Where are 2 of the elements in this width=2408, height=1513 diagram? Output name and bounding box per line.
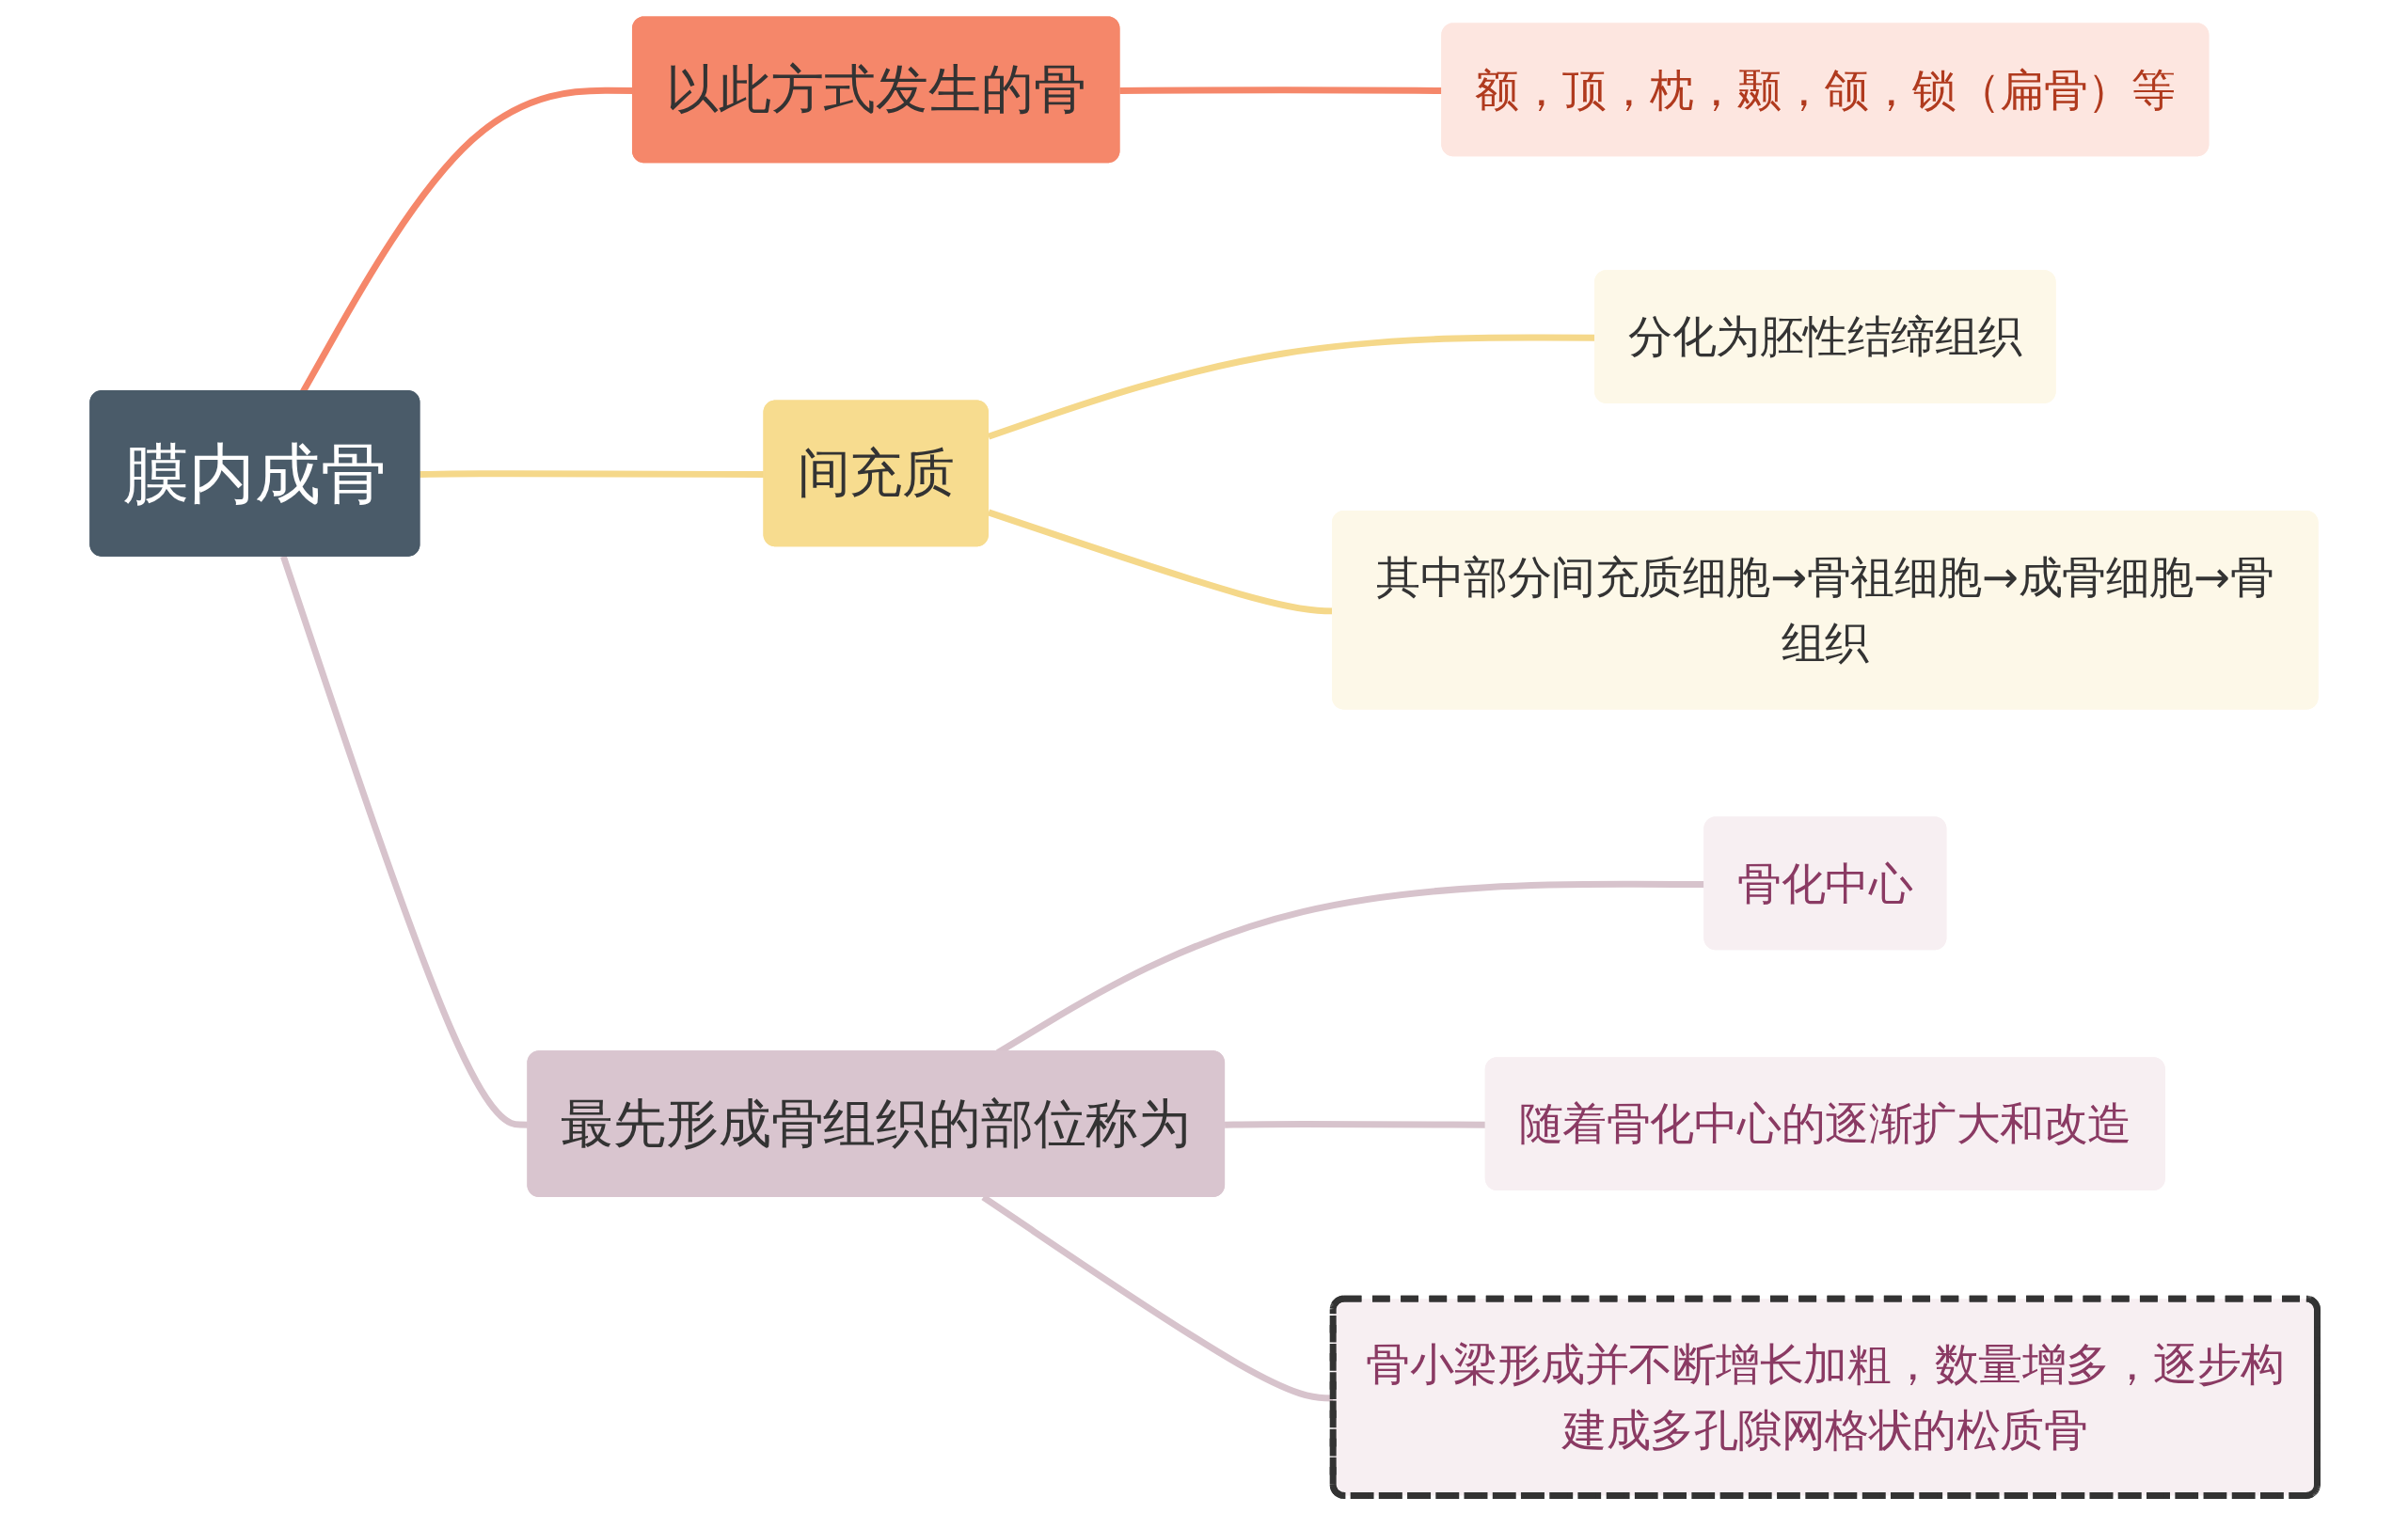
connector xyxy=(1119,87,1444,94)
connector xyxy=(420,470,766,479)
